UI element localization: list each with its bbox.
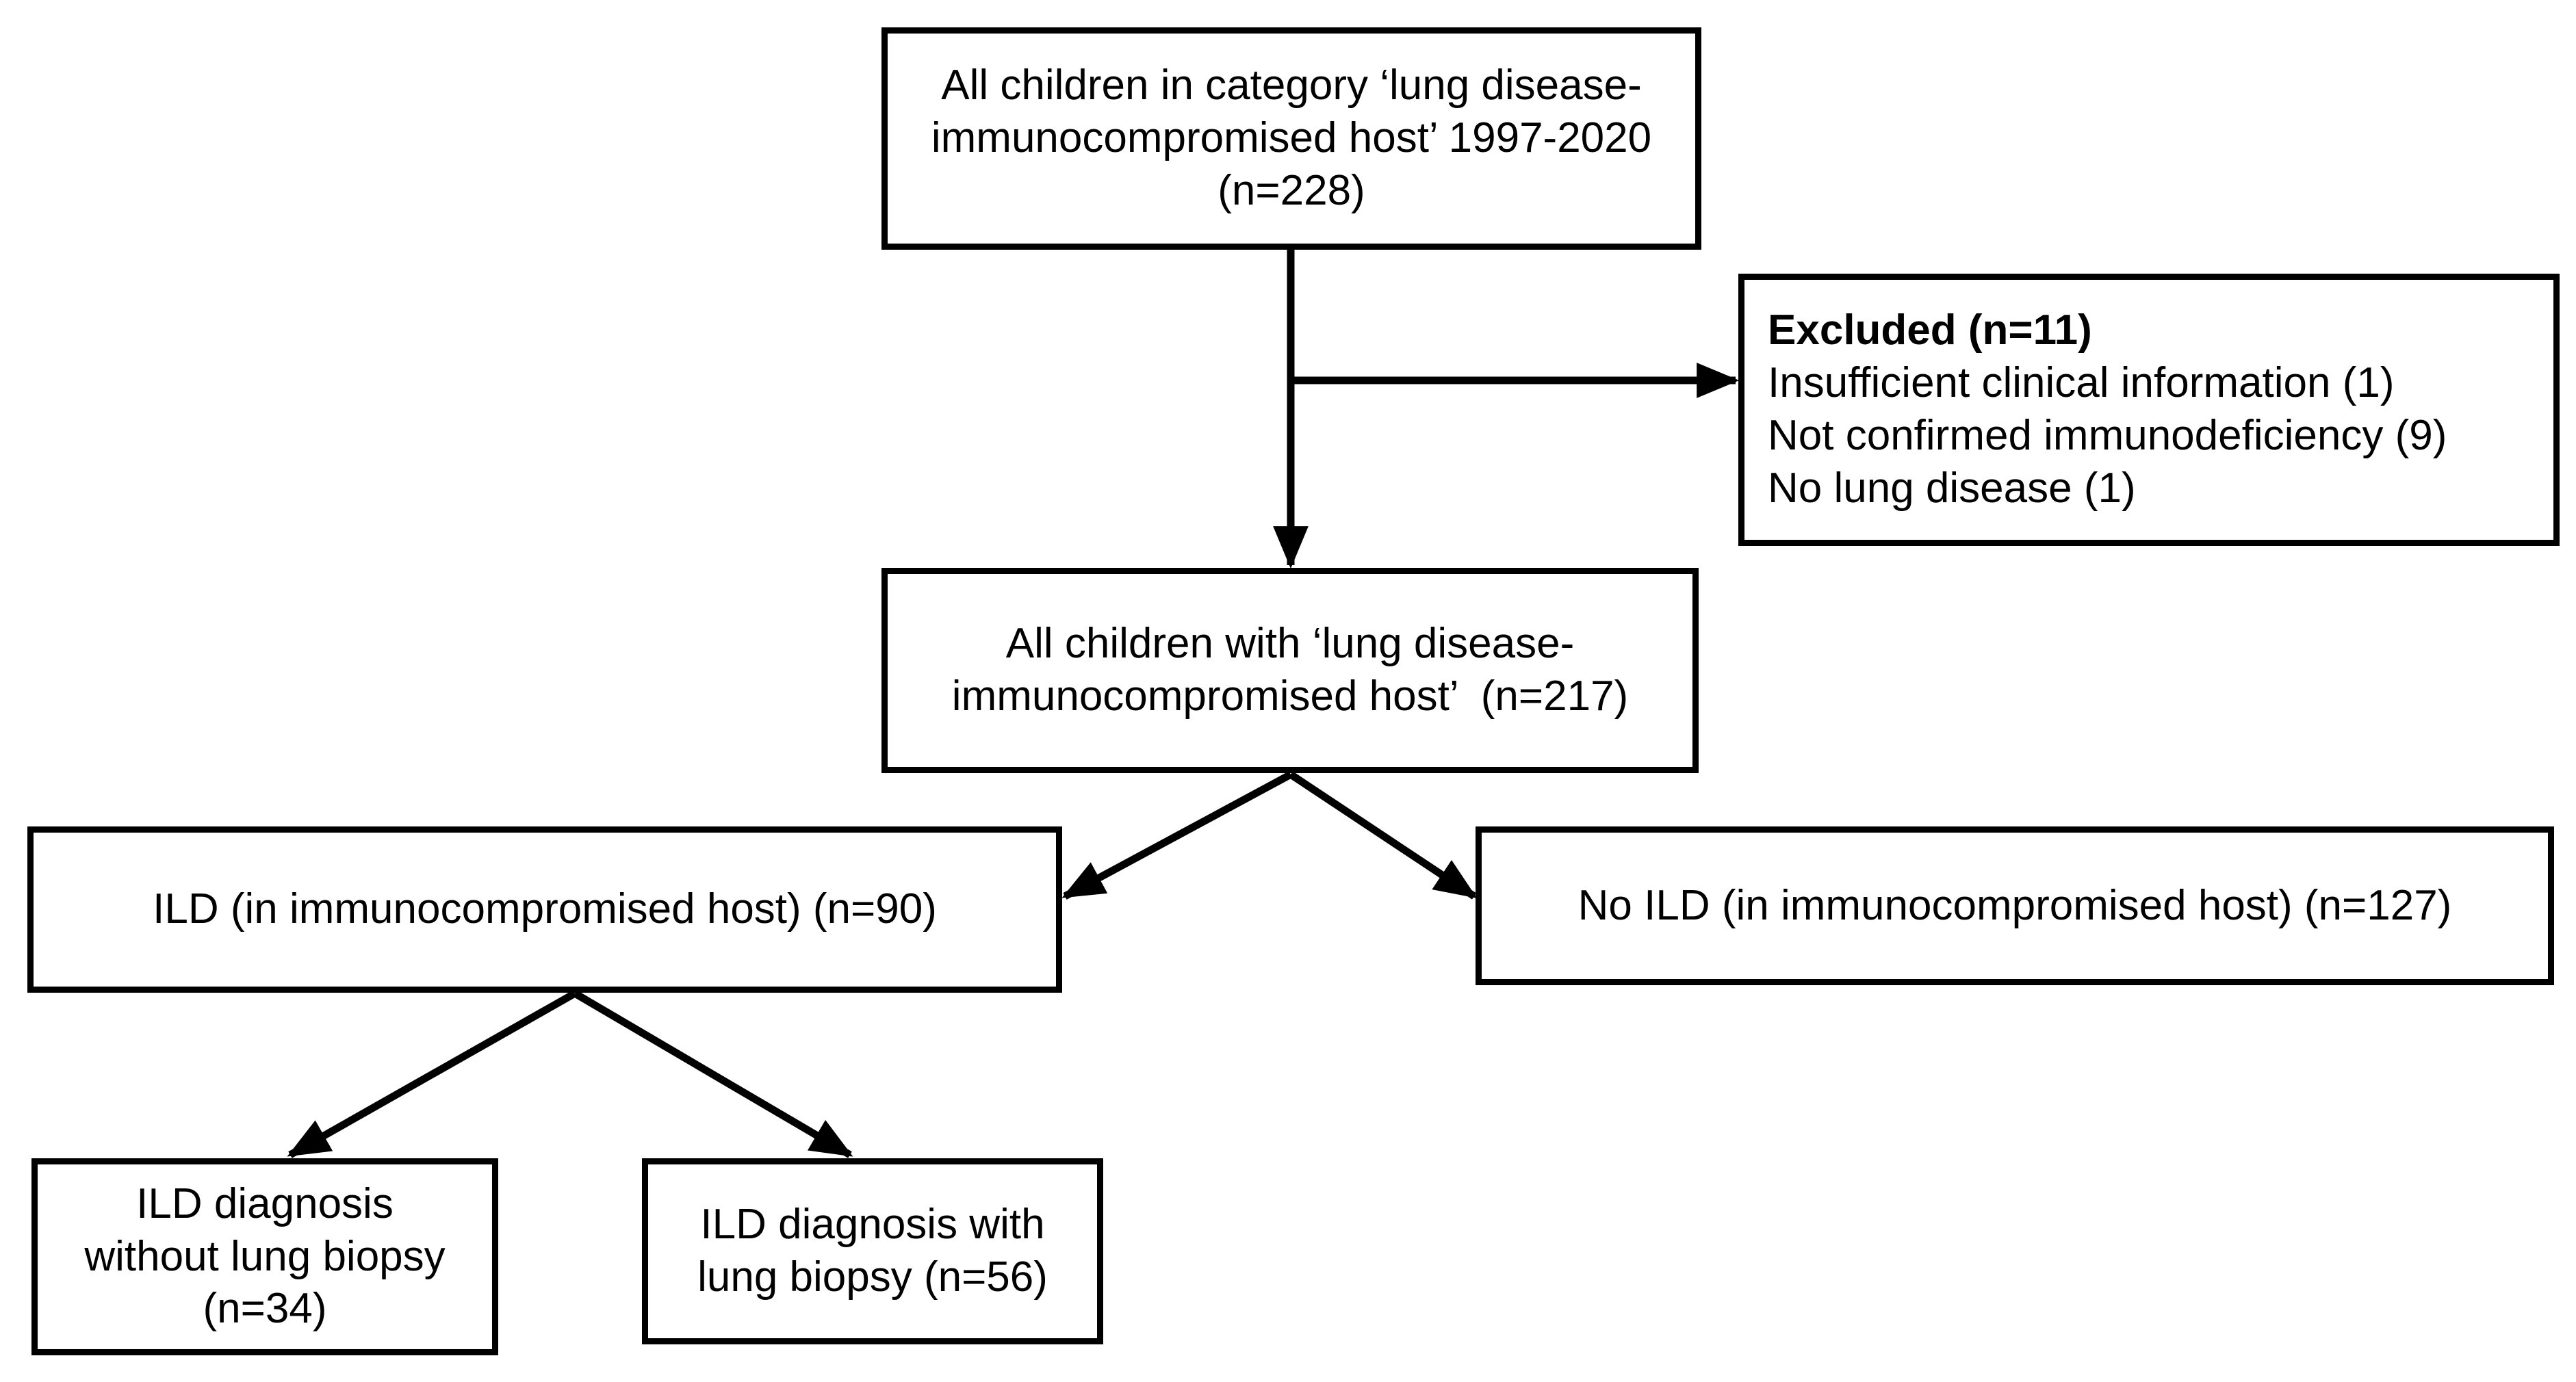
box-all-children-1997-2020-label: All children in category ‘lung disease- …	[931, 62, 1652, 214]
box-all-children-included: All children with ‘lung disease- immunoc…	[881, 568, 1699, 773]
excluded-item: No lung disease (1)	[1768, 464, 2136, 512]
excluded-item: Insufficient clinical information (1)	[1768, 359, 2395, 407]
box-ild-with-biopsy-label: ILD diagnosis with lung biopsy (n=56)	[697, 1201, 1048, 1301]
box-all-children-included-label: All children with ‘lung disease- immunoc…	[951, 620, 1629, 720]
box-ild-without-biopsy: ILD diagnosis without lung biopsy (n=34)	[31, 1158, 498, 1355]
box-no-ild-label: No ILD (in immunocompromised host) (n=12…	[1577, 881, 2452, 929]
box-all-children-1997-2020: All children in category ‘lung disease- …	[881, 27, 1701, 250]
box-ild-with-biopsy: ILD diagnosis with lung biopsy (n=56)	[642, 1158, 1103, 1344]
box-no-ild: No ILD (in immunocompromised host) (n=12…	[1476, 826, 2554, 985]
box-ild-label: ILD (in immunocompromised host) (n=90)	[153, 885, 937, 933]
excluded-title: Excluded (n=11)	[1768, 307, 2092, 354]
arrow-ild-to-without-biopsy	[287, 990, 577, 1158]
arrow-ild-to-with-biopsy	[573, 990, 853, 1158]
arrow-included-to-ild	[1061, 771, 1293, 900]
box-ild-without-biopsy-label: ILD diagnosis without lung biopsy (n=34)	[84, 1179, 446, 1333]
box-ild: ILD (in immunocompromised host) (n=90)	[27, 826, 1062, 993]
excluded-item: Not confirmed immunodeficiency (9)	[1768, 412, 2447, 459]
arrow-included-to-no-ild	[1288, 771, 1478, 900]
box-excluded: Excluded (n=11) Insufficient clinical in…	[1738, 274, 2560, 546]
